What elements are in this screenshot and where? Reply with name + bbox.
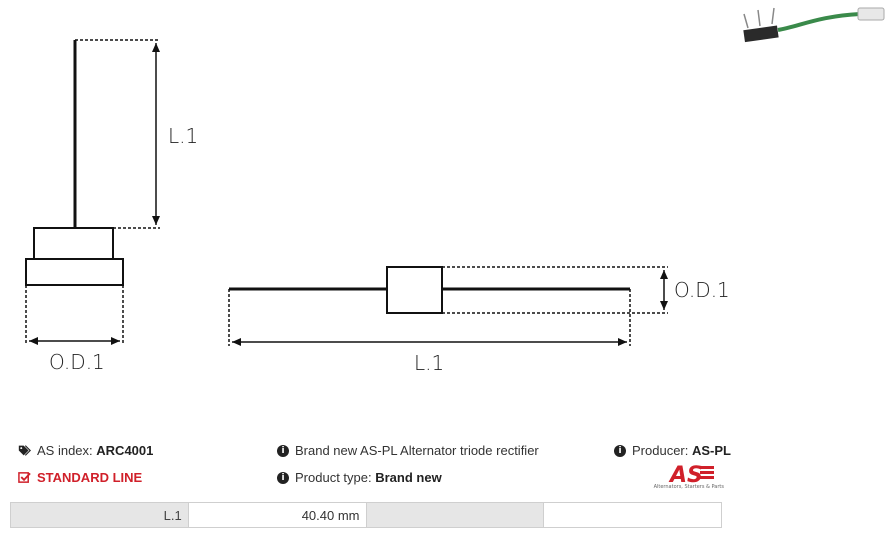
left-diameter-label: O.D.1 xyxy=(49,350,105,374)
standard-line-row: STANDARD LINE xyxy=(18,470,142,485)
spec-empty-cell xyxy=(366,503,545,527)
right-body xyxy=(386,266,443,314)
as-index-value: ARC4001 xyxy=(96,443,154,458)
info-icon: i xyxy=(614,444,626,457)
spec-table: L.1 40.40 mm xyxy=(10,502,722,528)
as-index-label: AS index: xyxy=(37,443,93,458)
left-body-top xyxy=(33,227,114,260)
spec-value-cell: 40.40 mm xyxy=(188,503,367,527)
technical-drawing: L.1 O.D.1 O.D.1 L.1 xyxy=(25,39,730,375)
description-row: i Brand new AS-PL Alternator triode rect… xyxy=(277,443,539,458)
spec-label-cell: L.1 xyxy=(11,503,189,527)
product-type-value: Brand new xyxy=(375,470,442,485)
logo-subtitle: Alternators, Starters & Parts xyxy=(653,484,724,490)
product-thumbnail-image[interactable] xyxy=(740,4,890,46)
right-view: O.D.1 L.1 xyxy=(228,266,730,375)
left-length-label: L.1 xyxy=(168,124,198,148)
standard-line-label: STANDARD LINE xyxy=(37,470,143,485)
producer-label: Producer: xyxy=(632,443,689,458)
right-diameter-label: O.D.1 xyxy=(674,278,730,302)
product-type-row: i Product type: Brand new xyxy=(277,470,442,485)
spec-empty-cell xyxy=(544,503,721,527)
right-length-label: L.1 xyxy=(414,351,444,375)
as-index-row: AS index: ARC4001 xyxy=(18,443,153,458)
product-description: Brand new AS-PL Alternator triode rectif… xyxy=(295,443,539,458)
checkbox-checked-icon xyxy=(18,472,31,483)
info-icon: i xyxy=(277,471,289,484)
svg-text:AS: AS xyxy=(668,463,703,488)
producer-row: i Producer: AS-PL xyxy=(614,443,731,458)
left-body-base xyxy=(25,258,124,286)
tags-icon xyxy=(18,445,31,456)
info-icon: i xyxy=(277,444,289,457)
as-pl-logo[interactable]: AS xyxy=(652,460,724,494)
product-type-label: Product type: xyxy=(295,470,372,485)
producer-value: AS-PL xyxy=(692,443,731,458)
left-view: L.1 O.D.1 xyxy=(25,39,198,374)
